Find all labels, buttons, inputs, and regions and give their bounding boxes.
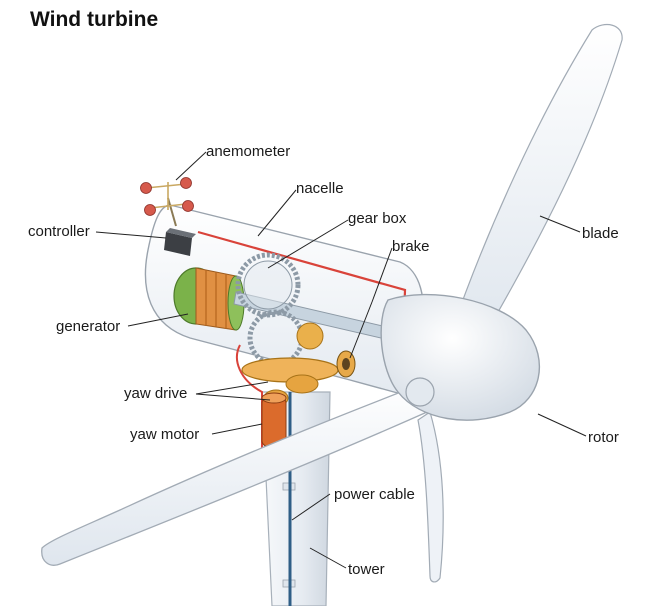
label-generator: generator xyxy=(56,318,121,335)
yaw-motor-unit xyxy=(261,392,287,447)
label-controller: controller xyxy=(28,223,90,240)
diagram-title: Wind turbine xyxy=(30,8,159,31)
blade-upper xyxy=(451,23,623,341)
blade-front xyxy=(41,379,437,566)
label-tower: tower xyxy=(348,561,385,578)
label-yaw-motor: yaw motor xyxy=(130,426,200,443)
label-brake: brake xyxy=(392,238,430,255)
controller-box xyxy=(164,228,196,256)
blade-root xyxy=(405,377,435,407)
generator-unit xyxy=(173,267,245,331)
label-blade: blade xyxy=(582,225,619,242)
anemometer-device xyxy=(140,177,194,227)
label-gear-box: gear box xyxy=(348,210,407,227)
leader-lines xyxy=(95,151,587,569)
brake-disc xyxy=(336,350,356,378)
label-yaw-drive: yaw drive xyxy=(124,385,188,402)
label-anemometer: anemometer xyxy=(206,143,291,160)
label-rotor: rotor xyxy=(588,429,619,446)
label-nacelle: nacelle xyxy=(296,180,344,197)
cable-to-tower xyxy=(235,344,263,450)
blade-lower xyxy=(417,411,444,583)
label-power-cable: power cable xyxy=(334,486,415,503)
